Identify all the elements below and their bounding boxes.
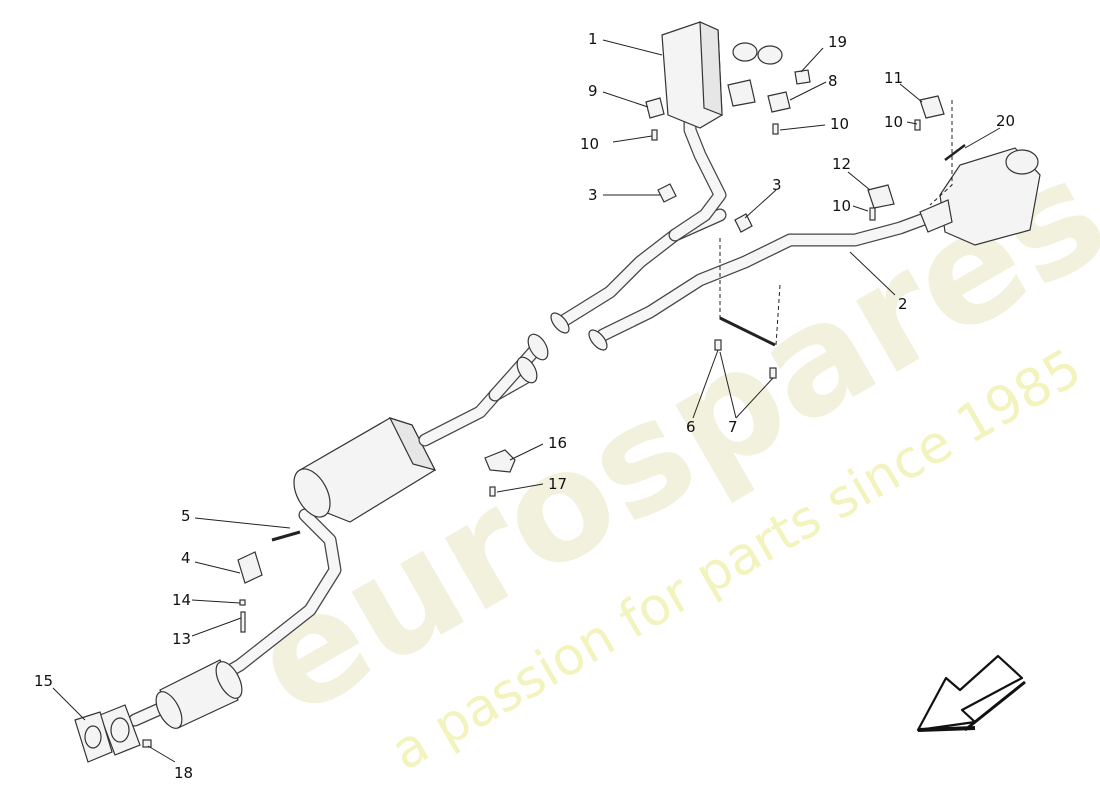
pipe-hanger-left — [657, 183, 677, 203]
hanger-bracket — [484, 449, 516, 473]
callout-11: 11 — [884, 69, 903, 87]
rear-right-muffler-assembly — [867, 95, 1041, 246]
sensor-clip — [794, 69, 811, 85]
muffler-bracket-upper — [919, 95, 945, 119]
callout-15: 15 — [34, 672, 53, 690]
pipe-hanger-right — [734, 213, 753, 233]
arrow-down-left-icon — [916, 654, 1026, 732]
intermediate-pipes — [550, 108, 942, 379]
front-hanger-assembly — [237, 530, 301, 633]
center-muffler-assembly — [293, 333, 549, 523]
muffler-bracket-lower — [867, 184, 895, 209]
callout-10-b: 10 — [830, 115, 849, 133]
callout-14: 14 — [172, 591, 191, 609]
callout-10-c: 10 — [884, 113, 903, 131]
callout-3-left: 3 — [588, 186, 598, 204]
callout-18: 18 — [174, 764, 193, 782]
nut — [142, 739, 152, 748]
callout-2: 2 — [898, 295, 908, 313]
callout-4: 4 — [181, 549, 191, 567]
callout-6: 6 — [686, 418, 696, 436]
callout-8: 8 — [828, 72, 838, 90]
muffler-bracket-right — [767, 91, 791, 113]
leader-lines — [52, 39, 1001, 763]
callout-labels: 1 2 3 3 4 5 6 7 8 9 10 10 10 10 11 12 13… — [34, 30, 1015, 782]
callout-1: 1 — [588, 30, 598, 48]
callout-19: 19 — [828, 33, 847, 51]
callout-10-a: 10 — [580, 135, 599, 153]
front-downpipe-assembly — [74, 508, 342, 763]
callout-3-right: 3 — [772, 176, 782, 194]
callout-5: 5 — [181, 507, 191, 525]
callout-16: 16 — [548, 434, 567, 452]
callout-9: 9 — [588, 82, 598, 100]
callout-13: 13 — [172, 630, 191, 648]
callout-12: 12 — [832, 155, 851, 173]
callout-17: 17 — [548, 475, 567, 493]
callout-20: 20 — [996, 112, 1015, 130]
rear-left-muffler-assembly — [645, 21, 811, 141]
callout-10-d: 10 — [832, 197, 851, 215]
muffler-bracket-left — [645, 97, 665, 119]
callout-7: 7 — [728, 418, 738, 436]
